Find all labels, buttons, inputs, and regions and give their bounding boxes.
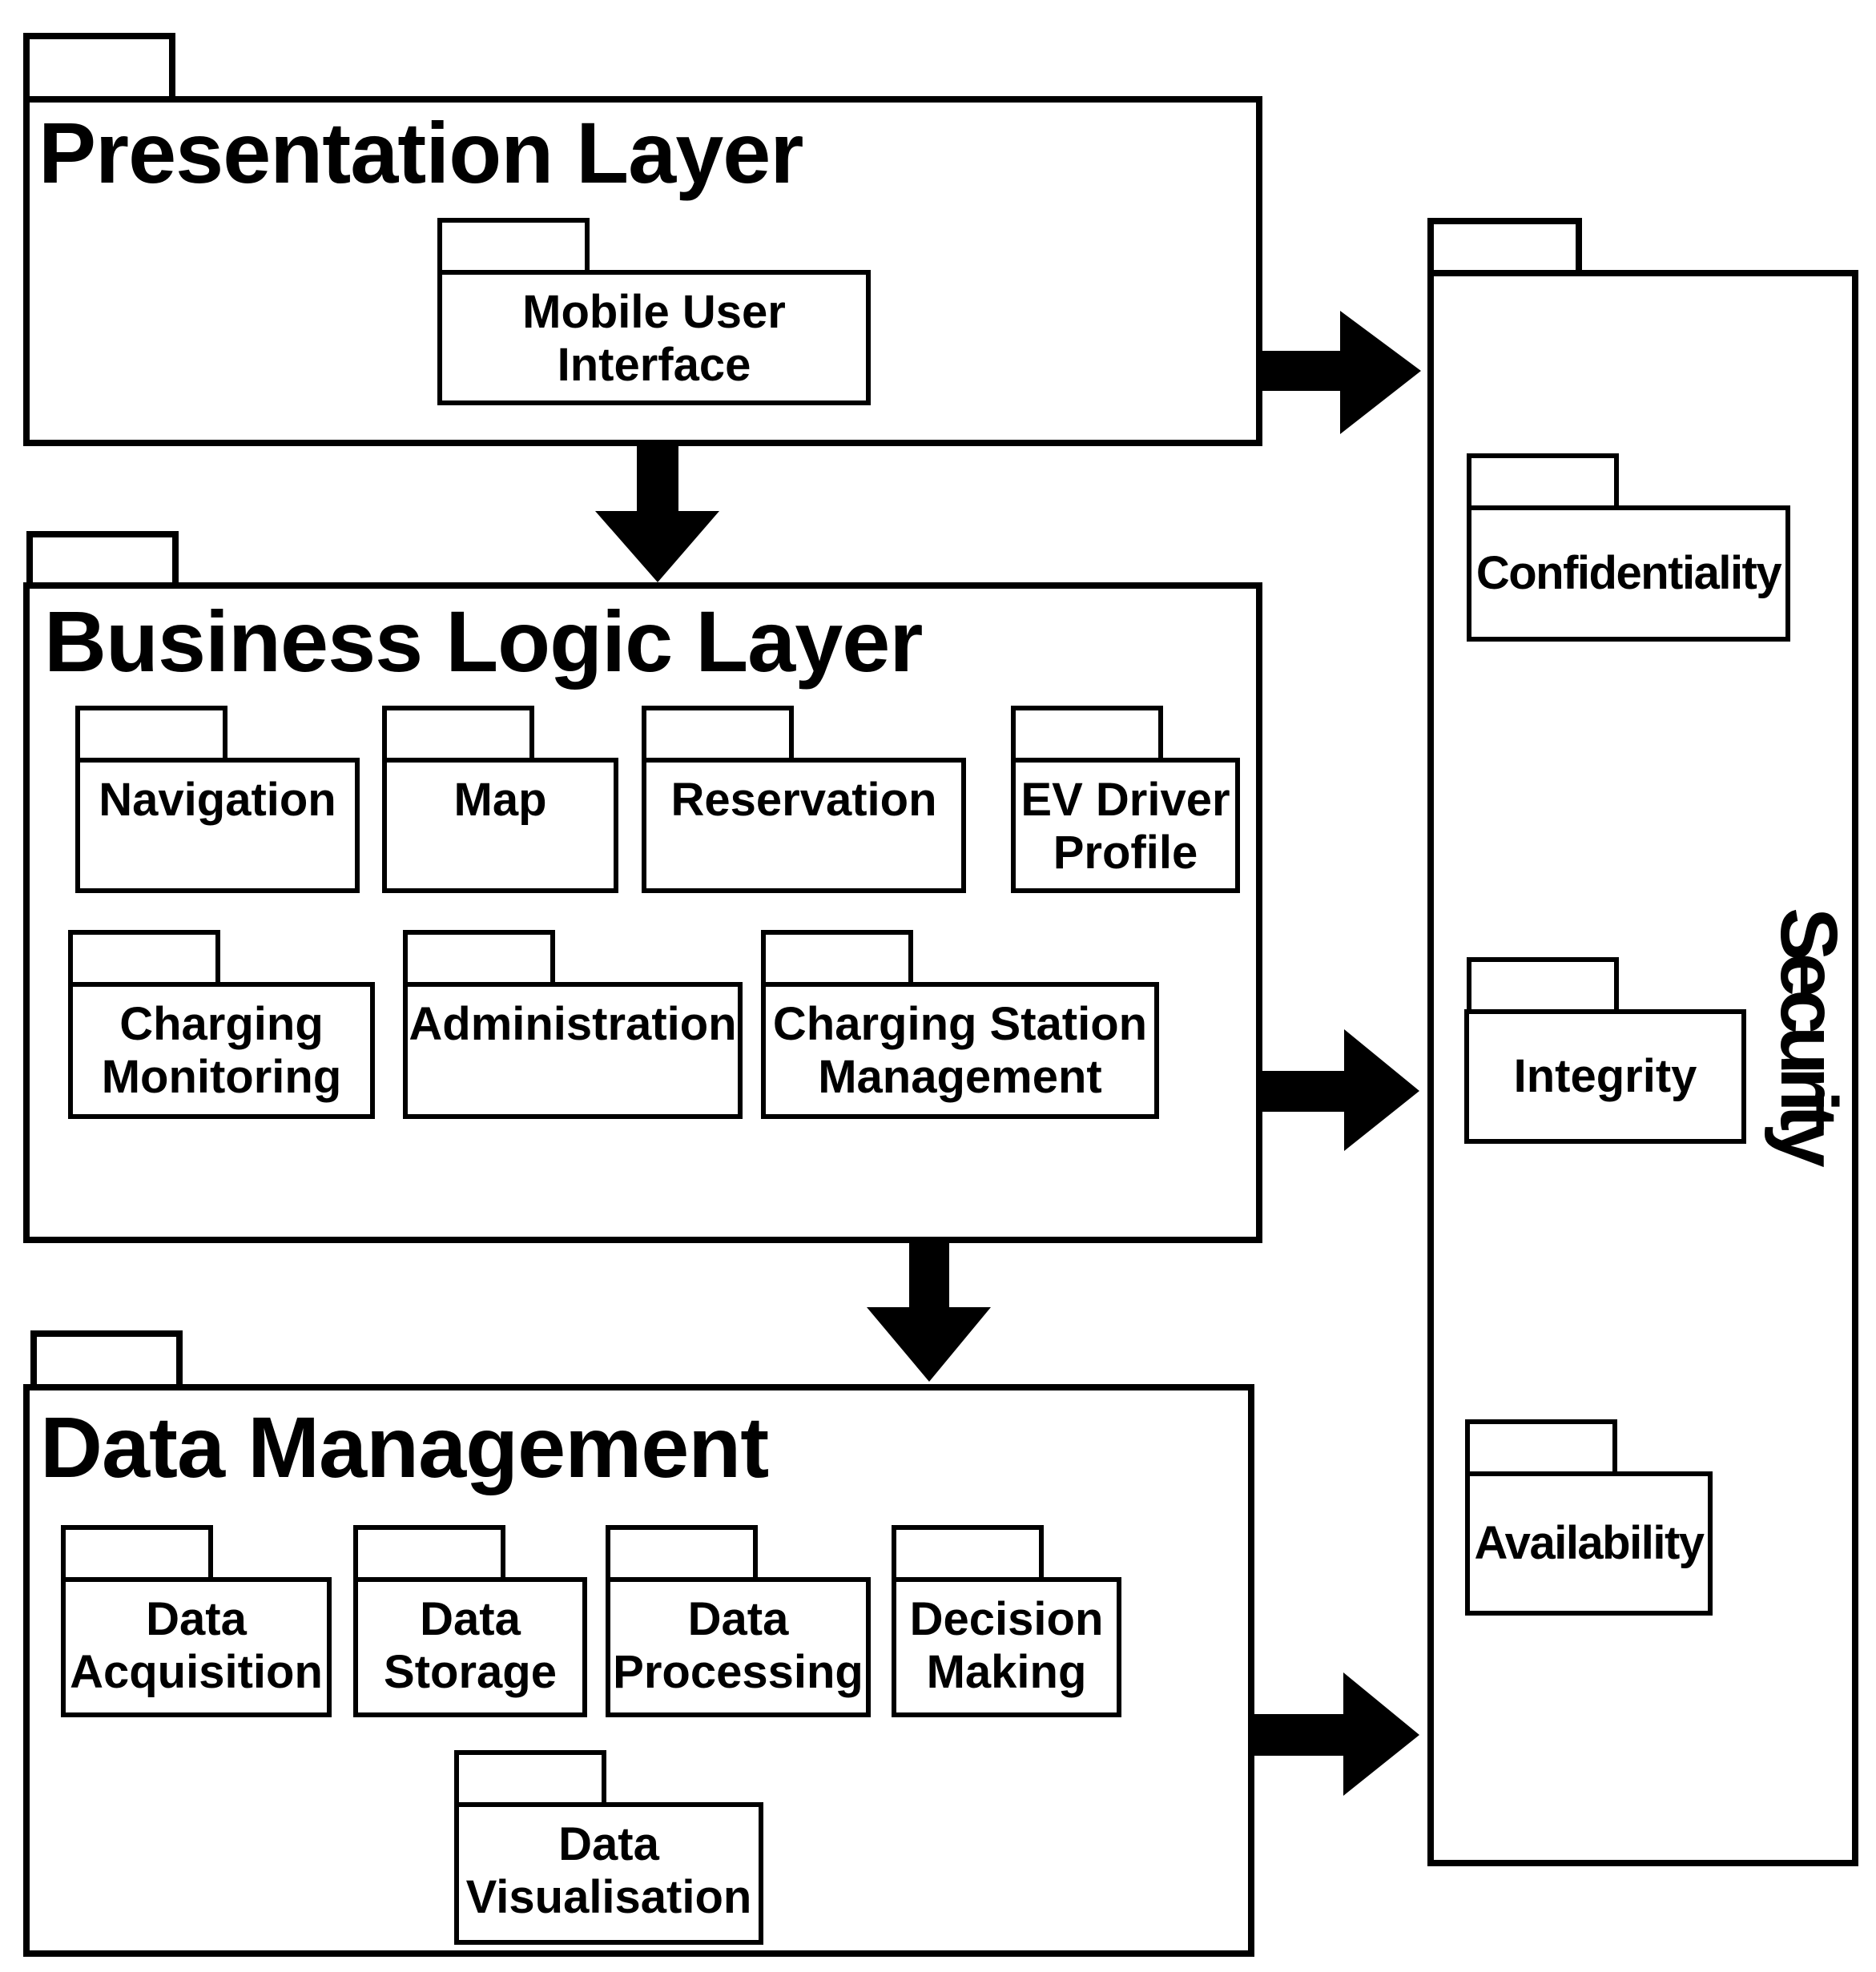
administration-tab: [403, 930, 555, 987]
package-charging-monitoring: Charging Monitoring: [68, 982, 375, 1119]
security-tab: [1427, 218, 1582, 276]
arrow-business-to-data: [867, 1243, 991, 1382]
package-map: Map: [382, 758, 618, 893]
data-acquisition-tab: [61, 1525, 213, 1582]
package-confidentiality: Confidentiality: [1467, 505, 1790, 642]
presentation-layer-title: Presentation Layer: [38, 104, 803, 201]
decision-making-tab: [892, 1525, 1044, 1582]
business-logic-layer-tab: [26, 531, 179, 589]
business-logic-layer-title: Business Logic Layer: [44, 593, 923, 690]
package-availability: Availability: [1465, 1471, 1713, 1616]
package-mobile-user-interface: Mobile User Interface: [437, 270, 871, 405]
confidentiality-tab: [1467, 453, 1619, 510]
package-administration: Administration: [403, 982, 743, 1119]
arrow-business-to-security: [1262, 1029, 1419, 1151]
data-management-tab: [30, 1330, 183, 1390]
package-ev-driver-profile: EV Driver Profile: [1011, 758, 1240, 893]
arrow-data-to-security: [1254, 1672, 1419, 1796]
reservation-tab: [642, 706, 794, 763]
package-integrity: Integrity: [1464, 1009, 1746, 1144]
data-management-title: Data Management: [40, 1399, 769, 1495]
arrow-presentation-to-security: [1262, 311, 1421, 434]
ev-driver-profile-tab: [1011, 706, 1163, 763]
business-logic-layer-box: [23, 582, 1262, 1243]
integrity-tab: [1467, 957, 1619, 1014]
package-data-storage: Data Storage: [353, 1577, 587, 1717]
package-data-visualisation: Data Visualisation: [454, 1802, 763, 1945]
package-decision-making: Decision Making: [892, 1577, 1121, 1717]
package-data-processing: Data Processing: [606, 1577, 871, 1717]
charging-monitoring-tab: [68, 930, 220, 987]
navigation-tab: [75, 706, 227, 763]
package-charging-station-management: Charging Station Management: [761, 982, 1159, 1119]
security-title: Security: [1764, 908, 1854, 1160]
presentation-layer-tab: [23, 33, 175, 103]
data-visualisation-tab: [454, 1750, 606, 1807]
charging-station-management-tab: [761, 930, 913, 987]
map-tab: [382, 706, 534, 763]
availability-tab: [1465, 1419, 1617, 1476]
mobile-user-interface-tab: [437, 218, 590, 275]
arrow-presentation-to-business: [595, 446, 719, 582]
data-storage-tab: [353, 1525, 505, 1582]
package-reservation: Reservation: [642, 758, 966, 893]
package-navigation: Navigation: [75, 758, 360, 893]
data-processing-tab: [606, 1525, 758, 1582]
package-data-acquisition: Data Acquisition: [61, 1577, 332, 1717]
